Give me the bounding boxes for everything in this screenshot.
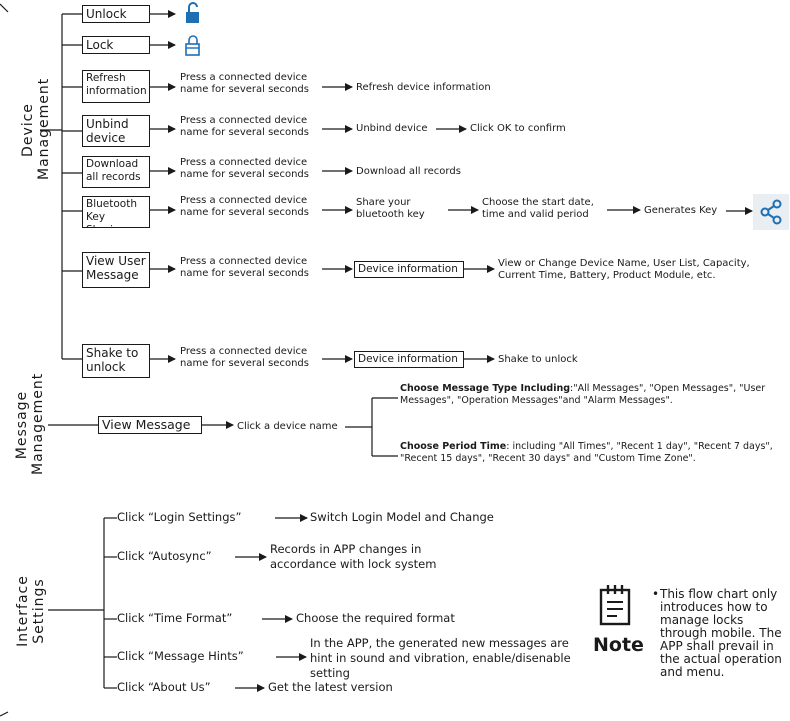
- period-text: Choose Period Time: including "All Times…: [400, 441, 788, 465]
- message-type-text: Choose Message Type Including:"All Messa…: [400, 383, 788, 407]
- unlock-box[interactable]: Unlock: [82, 5, 150, 23]
- hints-result: In the APP, the generated new messages a…: [310, 636, 571, 680]
- press-text-bluetooth: Press a connected device name for severa…: [180, 195, 309, 218]
- view-message-box[interactable]: View Message: [98, 416, 202, 434]
- shake-box[interactable]: Shake to unlock: [82, 344, 150, 378]
- login-settings-item[interactable]: Click “Login Settings”: [117, 510, 242, 524]
- period-head: Choose Period Time: [400, 441, 507, 452]
- press-text-download: Press a connected device name for severa…: [180, 157, 309, 180]
- time-format-item[interactable]: Click “Time Format”: [117, 611, 233, 625]
- choose-period: Choose the start date, time and valid pe…: [482, 197, 594, 220]
- note-icon: [599, 585, 631, 626]
- refresh-result: Refresh device information: [356, 82, 491, 93]
- unbind-box[interactable]: Unbind device: [82, 115, 150, 147]
- about-result: Get the latest version: [268, 680, 393, 694]
- time-result: Choose the required format: [296, 611, 455, 625]
- about-us-item[interactable]: Click “About Us”: [117, 680, 211, 694]
- section-device-label-2: Management: [36, 77, 52, 180]
- shake-result: Shake to unlock: [498, 354, 578, 365]
- refresh-box[interactable]: Refresh information: [82, 70, 150, 103]
- press-text-unbind: Press a connected device name for severa…: [180, 115, 309, 138]
- view-user-box[interactable]: View User Message: [82, 252, 150, 288]
- click-device-text: Click a device name: [237, 421, 338, 432]
- lock-icon: [185, 35, 200, 56]
- share-key: Share your bluetooth key: [356, 197, 425, 220]
- login-result: Switch Login Model and Change: [310, 510, 494, 524]
- section-device-label-1: Device: [20, 103, 36, 157]
- device-info-box-1[interactable]: Device information: [354, 261, 464, 278]
- unbind-result: Unbind device: [356, 123, 428, 134]
- autosync-item[interactable]: Click “Autosync”: [117, 549, 212, 563]
- generates-key: Generates Key: [644, 205, 718, 216]
- download-result: Download all records: [356, 166, 461, 177]
- section-device-management: Device Management: [20, 77, 56, 180]
- press-text-view-user: Press a connected device name for severa…: [180, 256, 309, 279]
- lock-box[interactable]: Lock: [82, 36, 150, 54]
- note-text: • This flow chart only introduces how to…: [652, 588, 790, 679]
- message-type-body: :"All Messages", "Open Messages", "User …: [400, 383, 766, 406]
- note-bullet-dot: •: [652, 588, 660, 601]
- note-body: This flow chart only introduces how to m…: [660, 588, 782, 679]
- unbind-confirm: Click OK to confirm: [470, 123, 566, 134]
- autosync-result: Records in APP changes in accordance wit…: [270, 542, 437, 571]
- download-box[interactable]: Download all records: [82, 156, 150, 188]
- device-info-box-2[interactable]: Device information: [354, 351, 464, 368]
- view-change-text: View or Change Device Name, User List, C…: [498, 258, 750, 281]
- bluetooth-box[interactable]: Bluetooth Key Sharing: [82, 196, 150, 228]
- press-text-refresh: Press a connected device name for severa…: [180, 72, 309, 95]
- share-icon: [753, 194, 789, 230]
- unlock-icon: [186, 2, 199, 23]
- period-body: : including "All Times", "Recent 1 day",…: [400, 441, 773, 464]
- press-text-shake: Press a connected device name for severa…: [180, 346, 309, 369]
- note-label: Note: [593, 634, 644, 656]
- message-type-head: Choose Message Type Including: [400, 383, 571, 394]
- message-hints-item[interactable]: Click “Message Hints”: [117, 649, 244, 663]
